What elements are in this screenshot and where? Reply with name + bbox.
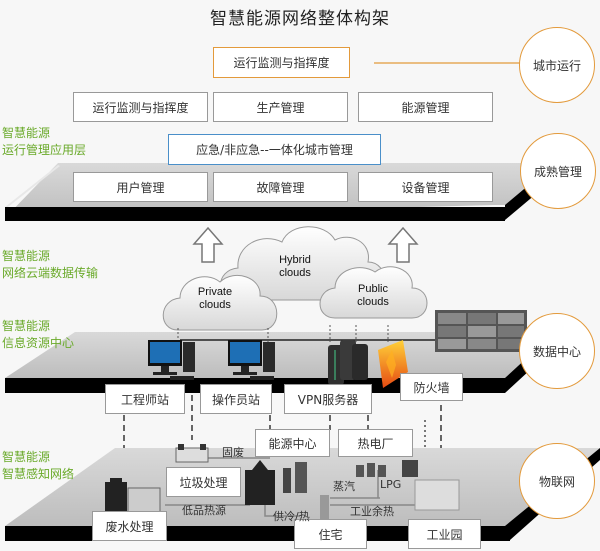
industrial-park-icon [414,479,460,511]
layer-label-iot: 智慧能源 智慧感知网络 [2,449,74,483]
layer-label-line2: 网络云端数据传输 [2,266,99,280]
layer-label-line1: 智慧能源 [2,249,51,263]
pipelines [165,457,420,517]
layer-label-line1: 智慧能源 [2,450,51,464]
app-box-energy: 能源管理 [358,92,493,122]
dc-box-operator-station: 操作员站 [200,384,272,414]
vpn-server-icon [328,340,368,385]
iot-box-industrial-park: 工业园 [408,519,481,549]
arrow-up-left [192,226,224,263]
app-box-user: 用户管理 [73,172,208,202]
engineer-workstation-icon [148,340,195,380]
app-box-monitoring: 运行监测与指挥度 [73,92,208,122]
app-box-equipment: 设备管理 [358,172,493,202]
dc-box-firewall: 防火墙 [400,373,463,401]
wastewater-building-icon [105,478,161,513]
iot-box-power-plant: 热电厂 [338,429,413,457]
layer-label-line2: 智慧感知网络 [2,467,75,481]
circle-city-operation: 城市运行 [519,27,595,103]
app-box-fault: 故障管理 [213,172,348,202]
flow-label-cooling-heating: 供冷/热 [273,510,310,523]
layer-label-line1: 智慧能源 [2,126,51,140]
operator-workstation-icon [228,340,275,380]
app-box-emergency: 应急/非应急--一体化城市管理 [168,134,381,165]
top-command-box: 运行监测与指挥度 [213,47,350,78]
flow-label-industrial-waste-heat: 工业余热 [350,505,394,518]
garbage-plant-icon [175,444,209,463]
flow-label-steam: 蒸汽 [333,480,355,493]
iot-box-residence: 住宅 [294,519,367,549]
power-plant-icon [356,460,418,477]
diagram-title: 智慧能源网络整体构架 [210,9,390,29]
arrow-up-right [387,226,419,263]
circle-mature-management: 成熟管理 [520,133,596,209]
layer-label-datacenter: 智慧能源 信息资源中心 [2,318,74,352]
public-cloud [319,266,428,319]
layer-label-line2: 运行管理应用层 [2,143,87,157]
flow-label-solid-waste: 固废 [222,446,244,459]
video-wall-icon [435,310,527,352]
private-cloud [162,274,278,331]
app-box-production: 生产管理 [213,92,348,122]
iot-box-garbage: 垃圾处理 [166,467,241,497]
layer-label-app: 智慧能源 运行管理应用层 [2,125,86,159]
flow-label-lpg: LPG [380,478,402,491]
layer-label-cloud: 智慧能源 网络云端数据传输 [2,248,98,282]
flow-label-low-grade-heat: 低品热源 [182,504,226,517]
residence-icon [320,495,329,523]
iot-box-energy-center: 能源中心 [255,429,330,457]
dc-box-vpn-server: VPN服务器 [284,384,372,414]
circle-iot: 物联网 [519,443,595,519]
circle-data-center: 数据中心 [519,313,595,389]
layer-label-line1: 智慧能源 [2,319,51,333]
layer-label-line2: 信息资源中心 [2,336,75,350]
iot-box-wastewater: 废水处理 [92,511,167,541]
energy-center-icon [245,460,307,505]
dc-box-engineer-station: 工程师站 [105,384,185,414]
